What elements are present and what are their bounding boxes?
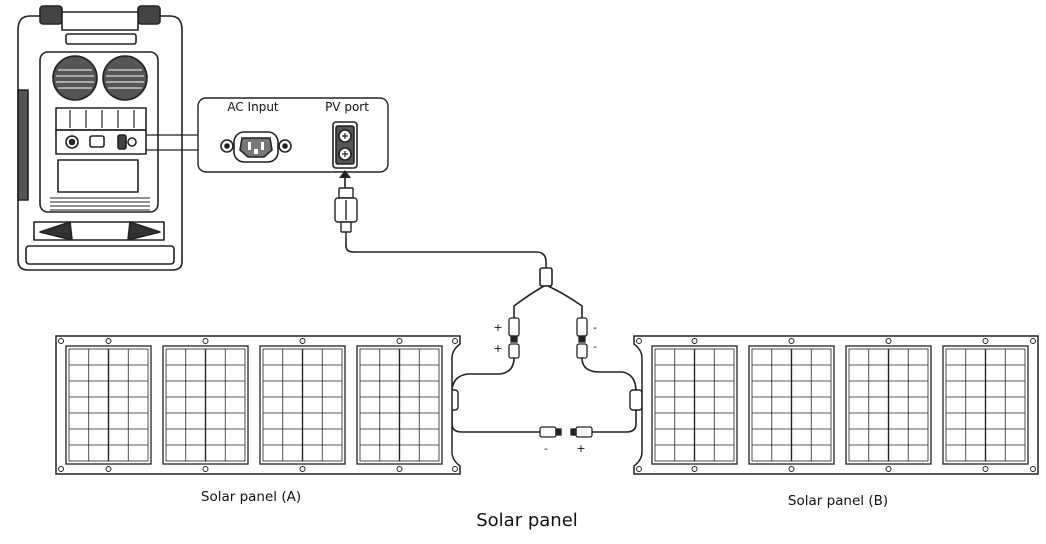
polarity-bottom-right: +	[576, 442, 585, 455]
solar-panel-a	[55, 335, 461, 475]
solar-panel-icon	[942, 338, 1029, 472]
pv-port-icon	[332, 121, 358, 169]
polarity-mid-right: -	[593, 340, 597, 353]
grommet	[1030, 466, 1036, 472]
ac-input-label: AC Input	[227, 100, 279, 114]
junction-boxes	[445, 389, 643, 411]
y-splitter-cable-icon	[345, 237, 583, 319]
polarity-mid-left: +	[493, 342, 502, 355]
ac-socket-icon	[220, 131, 292, 163]
polarity-top-right: -	[593, 321, 597, 334]
grommet	[58, 466, 64, 472]
grommet	[636, 466, 642, 472]
pv-port-label: PV port	[325, 100, 369, 114]
solar-panel-icon	[356, 338, 443, 472]
insert-arrow	[339, 170, 351, 188]
port-callout-box: AC Input PV port	[197, 97, 389, 173]
solar-panel-icon	[259, 338, 346, 472]
power-station-icon	[17, 5, 183, 271]
mc4-connectors-bottom	[539, 426, 593, 438]
grommet	[58, 338, 64, 344]
solar-panel-icon	[845, 338, 932, 472]
solar-panel-a-label: Solar panel (A)	[201, 489, 301, 505]
polarity-bottom-left: -	[544, 442, 548, 455]
solar-panel-icon	[65, 338, 152, 472]
mc4-connectors-top	[508, 317, 588, 359]
figure-title: Solar panel	[476, 510, 578, 531]
anderson-connector-icon	[334, 187, 358, 238]
solar-panel-icon	[651, 338, 738, 472]
grommet	[1030, 338, 1036, 344]
grommet	[452, 338, 458, 344]
polarity-markers: + + - - - +	[493, 321, 597, 455]
solar-panel-b	[633, 335, 1039, 475]
callout-leader-lines	[146, 134, 200, 151]
solar-panel-icon	[162, 338, 249, 472]
panel-lead-cables	[451, 357, 637, 433]
solar-panel-icon	[748, 338, 835, 472]
grommet	[452, 466, 458, 472]
solar-panel-b-label: Solar panel (B)	[788, 493, 888, 509]
polarity-top-left: +	[493, 321, 502, 334]
grommet	[636, 338, 642, 344]
